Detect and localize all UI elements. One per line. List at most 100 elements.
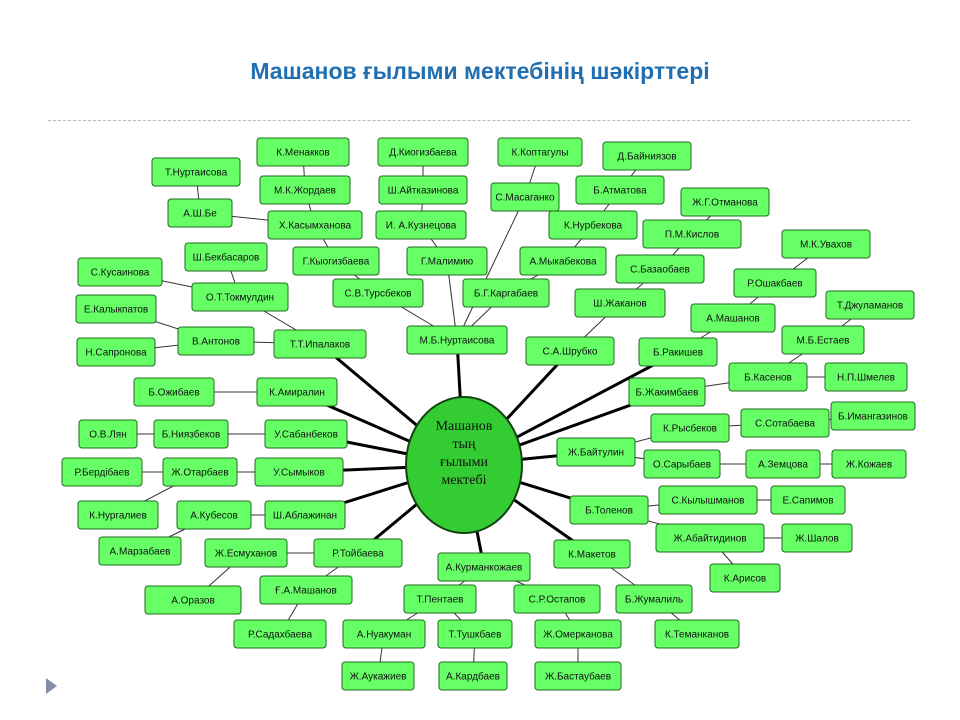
node-label: И. А.Кузнецова bbox=[386, 221, 457, 232]
node-label: У.Сабанбеков bbox=[274, 429, 338, 441]
node-n37: Б.Ракишев bbox=[638, 337, 718, 367]
node-box bbox=[292, 246, 380, 276]
node-label: Б.Жакимбаев bbox=[636, 387, 699, 399]
node-n38: Б.Касенов bbox=[728, 362, 808, 392]
node-box bbox=[133, 377, 215, 407]
node-box bbox=[548, 210, 638, 240]
node-label: С.Масаганко bbox=[495, 193, 555, 204]
node-box bbox=[162, 457, 238, 487]
node-n56: С.Кылышманов bbox=[658, 485, 758, 515]
node-box bbox=[78, 419, 138, 449]
node-box bbox=[490, 182, 560, 212]
node-box bbox=[534, 619, 622, 649]
node-label: С.А.Шрубко bbox=[543, 346, 598, 358]
node-label: В.Антонов bbox=[192, 337, 240, 348]
node-label: А.Нуакуман bbox=[357, 630, 411, 641]
node-label: Х.Касымханова bbox=[279, 221, 352, 232]
node-n16: М.К.Увахов bbox=[781, 229, 871, 259]
node-box bbox=[654, 619, 740, 649]
node-n29: Е.Калыкпатов bbox=[75, 294, 157, 324]
node-n27: Ш.Жаканов bbox=[574, 288, 666, 318]
node-label: К.Нургалиев bbox=[89, 511, 147, 522]
node-label: Р.Тойбаева bbox=[332, 548, 384, 560]
node-box bbox=[61, 457, 143, 487]
node-label: А.Машанов bbox=[706, 314, 759, 325]
node-n12: Х.Касымханова bbox=[267, 210, 363, 240]
node-n42: Б.Жакимбаев bbox=[628, 377, 706, 407]
node-n21: С.Базаобаев bbox=[615, 254, 705, 284]
node-label: А.Курманкожаев bbox=[446, 563, 523, 574]
node-n40: Б.Ожибаев bbox=[133, 377, 215, 407]
node-label: Т.Джуламанов bbox=[837, 301, 903, 312]
node-box bbox=[403, 584, 477, 614]
node-label: Д.Байниязов bbox=[617, 152, 676, 163]
node-box bbox=[728, 362, 808, 392]
node-n63: Ж.Шалов bbox=[781, 523, 853, 553]
title-separator bbox=[48, 120, 910, 121]
node-label: Ж.Шалов bbox=[795, 534, 839, 545]
node-n31: В.Антонов bbox=[177, 326, 255, 356]
node-n49: Ж.Байтулин bbox=[556, 437, 636, 467]
node-label: Д.Киогизбаева bbox=[389, 147, 457, 159]
node-n14: К.Нурбекова bbox=[548, 210, 638, 240]
node-box bbox=[638, 337, 718, 367]
node-label: Т.Пентаев bbox=[417, 595, 464, 606]
node-box bbox=[781, 229, 871, 259]
nav-arrow-icon[interactable] bbox=[46, 678, 57, 694]
node-box bbox=[77, 500, 159, 530]
node-label: К.Теманканов bbox=[665, 630, 729, 641]
node-box bbox=[574, 288, 666, 318]
node-label: С.Сотабаева bbox=[755, 418, 815, 430]
node-n39: Н.П.Шмелев bbox=[824, 362, 908, 392]
node-n67: А.Курманкожаев bbox=[437, 552, 531, 582]
node-label: Б.Ниязбеков bbox=[162, 429, 221, 441]
node-n15: П.М.Кислов bbox=[642, 219, 742, 249]
node-box bbox=[830, 401, 916, 431]
node-n60: Ш.Аблажинан bbox=[264, 500, 346, 530]
node-n73: С.Р.Остапов bbox=[513, 584, 601, 614]
node-n8: С.Масаганко bbox=[490, 182, 560, 212]
node-n23: Р.Ошакбаев bbox=[733, 268, 817, 298]
node-label: Ж.Кожаев bbox=[846, 460, 892, 471]
node-box bbox=[824, 362, 908, 392]
node-n77: Т.Тушкбаев bbox=[437, 619, 513, 649]
node-label: С.Кусаинова bbox=[91, 268, 150, 279]
node-box bbox=[643, 449, 721, 479]
node-box bbox=[733, 268, 817, 298]
node-label: Т.Т.Ипалаков bbox=[290, 340, 350, 351]
edge-n33-n8 bbox=[456, 196, 526, 341]
node-label: Е.Калыкпатов bbox=[84, 305, 148, 316]
node-n26: Б.Г.Каргабаев bbox=[462, 278, 550, 308]
node-box bbox=[781, 523, 853, 553]
node-label: Ж.Есмуханов bbox=[215, 549, 277, 560]
node-label: А.Кубесов bbox=[190, 510, 238, 522]
node-n80: Ж.Аукажиев bbox=[341, 661, 415, 691]
node-n71: Ғ.А.Машанов bbox=[259, 575, 353, 605]
node-label: А.Ш.Бе bbox=[183, 209, 217, 220]
node-box bbox=[77, 257, 163, 287]
node-label: Ж.Бастаубаев bbox=[545, 671, 611, 683]
node-box bbox=[167, 198, 233, 228]
node-n4: Д.Байниязов bbox=[602, 141, 692, 171]
node-box bbox=[256, 137, 350, 167]
node-box bbox=[519, 246, 607, 276]
node-box bbox=[553, 539, 631, 569]
node-box bbox=[332, 278, 424, 308]
node-n36: С.А.Шрубко bbox=[525, 336, 615, 366]
slide-title: Машанов ғылыми мектебінің шәкірттері bbox=[250, 58, 710, 84]
node-label: Ж.Абайтидинов bbox=[673, 533, 746, 545]
node-label: А.Кардбаев bbox=[446, 671, 500, 683]
node-box bbox=[569, 495, 649, 525]
node-label: К.Макетов bbox=[568, 550, 616, 561]
node-box bbox=[75, 294, 157, 324]
node-box bbox=[650, 413, 730, 443]
center-line-1: Машанов bbox=[436, 419, 493, 434]
node-n19: Г.Малимию bbox=[406, 246, 488, 276]
node-label: Г.Малимию bbox=[421, 257, 474, 268]
node-n61: Б.Толенов bbox=[569, 495, 649, 525]
node-box bbox=[259, 175, 351, 205]
node-n35: Н.Сапронова bbox=[76, 337, 156, 367]
node-box bbox=[406, 325, 508, 355]
node-label: М.Б.Естаев bbox=[797, 336, 850, 347]
